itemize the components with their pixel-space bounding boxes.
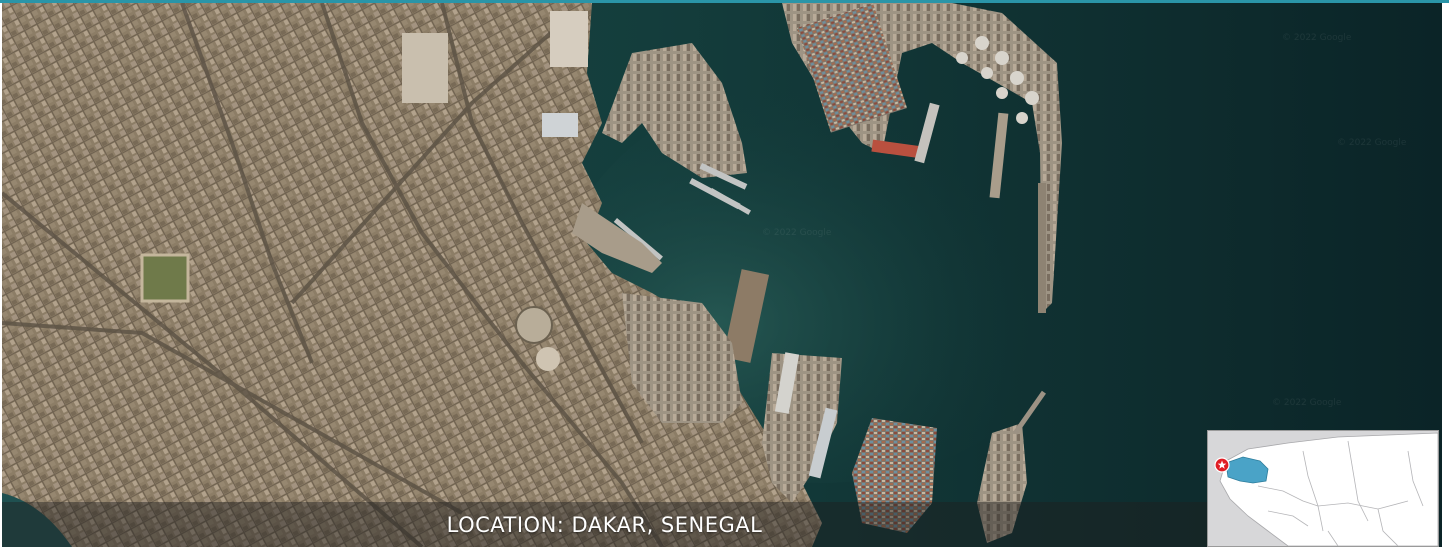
dry-dock	[722, 269, 770, 363]
location-caption: LOCATION: DAKAR, SENEGAL	[446, 512, 763, 537]
city-land	[2, 3, 822, 547]
pier	[572, 203, 662, 273]
inset-borders	[1257, 440, 1424, 546]
ship	[914, 102, 940, 164]
ship	[774, 352, 800, 414]
map-watermark: © 2022 Google	[1337, 138, 1407, 148]
inset-senegal-highlight	[1225, 456, 1269, 484]
container-terminal	[852, 418, 937, 533]
moored-ships	[613, 163, 751, 261]
satellite-map-svg	[2, 3, 1442, 547]
inset-map-svg	[1214, 432, 1438, 546]
warehouse	[542, 113, 578, 137]
central-pier	[602, 43, 747, 178]
coast-water	[2, 493, 72, 547]
accent-top-bar	[0, 0, 1449, 3]
jetty	[1013, 390, 1046, 435]
map-watermark: © 2022 Google	[1272, 398, 1342, 408]
location-caption-bar: LOCATION: DAKAR, SENEGAL	[2, 502, 1207, 547]
warehouse	[402, 33, 448, 103]
container-yard	[796, 3, 908, 133]
roundabout	[515, 306, 553, 344]
inset-locator-map	[1207, 430, 1439, 547]
jetty	[989, 112, 1009, 199]
satellite-map[interactable]: © 2022 Google © 2022 Google © 2022 Googl…	[2, 3, 1442, 547]
map-watermark: © 2022 Google	[762, 228, 832, 238]
breakwater	[1038, 183, 1046, 313]
star-marker-icon	[1214, 457, 1230, 473]
warehouse	[550, 11, 588, 67]
map-watermark: © 2022 Google	[1282, 33, 1352, 43]
pier-south	[977, 423, 1027, 543]
ship	[871, 139, 923, 159]
ship	[808, 407, 838, 479]
inset-land	[1219, 432, 1438, 546]
storage-tanks	[956, 36, 1039, 124]
south-port-yard	[622, 293, 742, 423]
stadium	[140, 253, 190, 303]
roads	[2, 3, 664, 547]
dome-building	[536, 347, 560, 371]
